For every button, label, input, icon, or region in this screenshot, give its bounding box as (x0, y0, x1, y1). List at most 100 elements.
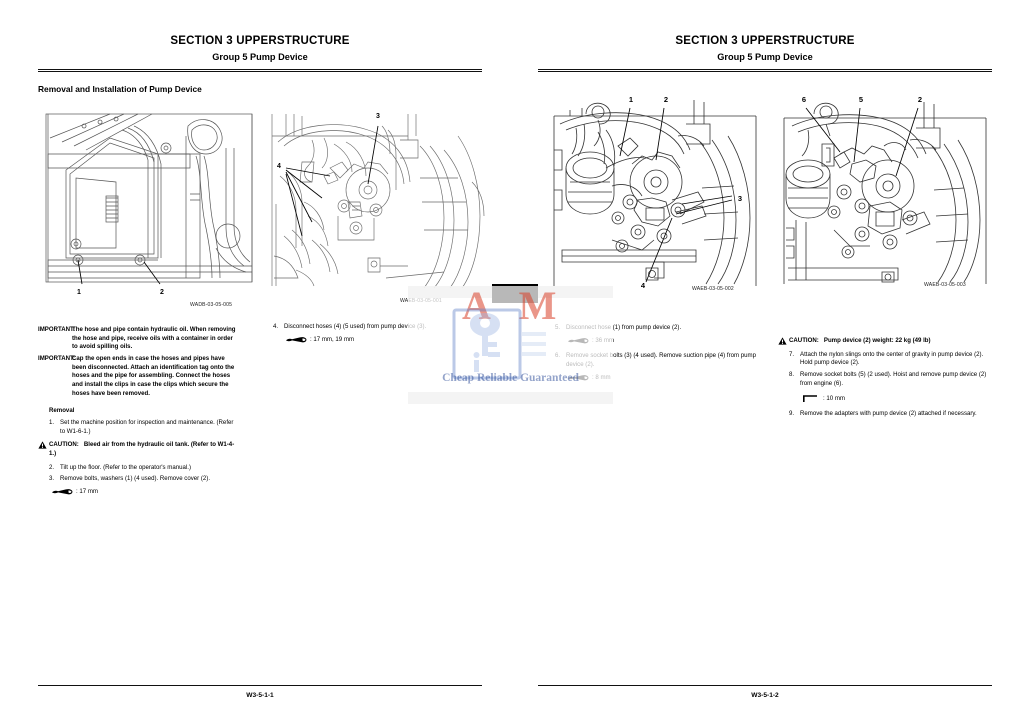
page-right: SECTION 3 UPPERSTRUCTURE Group 5 Pump De… (510, 0, 1020, 725)
figure-code-3: WAEB-03-05-002 (692, 286, 734, 292)
step-8-text: Remove socket bolts (5) (2 used). Hoist … (800, 371, 987, 387)
step-3: 3. Remove bolts, washers (1) (4 used). Re… (49, 475, 238, 484)
figure-pump-suction-drawing: 1 2 3 4 (553, 95, 757, 290)
caution-block-1: CAUTION: Bleed air from the hydraulic oi… (38, 441, 238, 458)
step-2-text: Tilt up the floor. (Refer to the operato… (60, 463, 192, 471)
step-6: 6. Remove socket bolts (3) (4 used). Remo… (555, 352, 765, 369)
step-4: 4.Disconnect hoses (4) (5 used) from pum… (273, 323, 484, 332)
header-section-title-right: SECTION 3 UPPERSTRUCTURE (675, 35, 855, 47)
step-1-text: Set the machine position for inspection … (60, 418, 234, 435)
warning-triangle-icon (38, 441, 47, 449)
tool-spec-step-4: : 17 mm, 19 mm (285, 336, 484, 345)
tool-spec-step-5-label: : 36 mm (592, 336, 615, 344)
header-rule-thin-right (538, 71, 992, 73)
hex-key-icon (803, 395, 817, 403)
header-rule-thin (38, 71, 482, 73)
figure-callout-3: 3 (376, 113, 380, 120)
text-column-3: 5. Disconnect hose (1) from pump device (… (550, 324, 765, 388)
figure-callout-1: 1 (629, 95, 633, 104)
removal-heading: Removal (49, 407, 75, 415)
wrench-icon (52, 489, 73, 495)
figure-callout-4: 4 (277, 163, 281, 170)
figure-callout-1: 1 (77, 289, 81, 296)
footer-rule-right (538, 685, 992, 686)
caution-text-1: Bleed air from the hydraulic oil tank. (… (49, 441, 235, 457)
figure-pump-cover-drawing: 1 2 (45, 113, 253, 296)
step-5-number: 5. (555, 324, 561, 331)
important-text-2: Cap the open ends in case the hoses and … (72, 355, 235, 397)
tool-spec-step-6: : 8 mm (567, 374, 765, 383)
step-6-number: 6. (555, 352, 561, 360)
tool-spec-step-3: : 17 mm (51, 488, 238, 497)
text-column-4: CAUTION: Pump device (2) weight: 22 kg (… (778, 337, 990, 422)
step-5-text: Disconnect hose (1) from pump device (2)… (566, 324, 682, 331)
header-rule-thick-right (538, 68, 992, 70)
important-text-1: The hose and pipe contain hydraulic oil.… (72, 326, 236, 351)
figure-callout-2: 2 (918, 95, 922, 104)
step-6-text: Remove socket bolts (3) (4 used). Remove… (566, 352, 756, 368)
header-rule-thick (38, 68, 482, 70)
header-group-title: Group 5 Pump Device (212, 52, 308, 63)
important-note-2: IMPORTANT:Cap the open ends in case the … (38, 355, 238, 398)
step-3-text: Remove bolts, washers (1) (4 used). Remo… (60, 475, 211, 483)
figure-callout-6: 6 (802, 95, 806, 104)
figure-code-4: WAEB-03-05-003 (924, 282, 966, 288)
caution-line-1: CAUTION: Bleed air from the hydraulic oi… (49, 441, 238, 458)
figure-callout-3: 3 (738, 194, 742, 203)
caution-label-2: CAUTION: (789, 337, 819, 344)
step-5: 5. Disconnect hose (1) from pump device (… (555, 324, 765, 333)
text-column-1: IMPORTANT:The hose and pipe contain hydr… (38, 326, 238, 503)
step-2: 2. Tilt up the floor. (Refer to the opera… (49, 464, 238, 473)
page-footer-right: W3-5-1-2 (538, 685, 992, 699)
figure-callout-5: 5 (859, 95, 863, 104)
caution-block-2: CAUTION: Pump device (2) weight: 22 kg (… (778, 337, 990, 346)
step-8-number: 8. (789, 371, 795, 379)
tool-spec-step-5: : 36 mm (567, 337, 765, 346)
figure-pump-suction: 1 2 3 4 WAEB-03-05-002 (546, 90, 766, 292)
header-section-title: SECTION 3 UPPERSTRUCTURE (170, 35, 350, 47)
page-header-right: SECTION 3 UPPERSTRUCTURE Group 5 Pump De… (538, 34, 992, 73)
footer-page-number-right: W3-5-1-2 (751, 692, 779, 699)
page-header-left: SECTION 3 UPPERSTRUCTURE Group 5 Pump De… (38, 34, 482, 73)
step-2-number: 2. (49, 463, 55, 471)
figure-callout-2: 2 (160, 289, 164, 296)
important-label-1: IMPORTANT: (38, 326, 76, 333)
caution-line-2: CAUTION: Pump device (2) weight: 22 kg (… (789, 337, 990, 346)
tool-spec-step-4-label: : 17 mm, 19 mm (310, 335, 355, 343)
step-1: 1. Set the machine position for inspectio… (49, 419, 238, 436)
important-label-2: IMPORTANT: (38, 355, 76, 363)
page-title: Removal and Installation of Pump Device (38, 84, 202, 94)
wrench-icon (286, 337, 307, 343)
step-8: 8. Remove socket bolts (5) (2 used). Hois… (789, 371, 990, 388)
caution-label-1: CAUTION: (49, 441, 79, 449)
tool-spec-step-8: : 10 mm (802, 394, 990, 403)
footer-rule (38, 685, 482, 686)
important-note-1: IMPORTANT:The hose and pipe contain hydr… (38, 326, 238, 352)
tool-spec-step-8-label: : 10 mm (823, 394, 846, 402)
footer-page-number: W3-5-1-1 (246, 692, 274, 699)
figure-pump-hoses-drawing: 3 4 (271, 113, 485, 289)
figure-callout-4: 4 (641, 281, 646, 290)
step-7-text: Attach the nylon slings onto the center … (800, 350, 984, 367)
step-7-number: 7. (789, 350, 795, 358)
caution-text-2: Pump device (2) weight: 22 kg (49 lb) (823, 337, 931, 344)
scan-artifact-bar-bottom (408, 392, 613, 404)
step-1-number: 1. (49, 418, 55, 426)
figure-pump-engine-drawing: 6 5 2 (783, 95, 987, 284)
figure-callout-2: 2 (664, 95, 668, 104)
wrench-icon (568, 338, 589, 344)
scan-artifact-block (492, 284, 538, 303)
page-footer-left: W3-5-1-1 (38, 685, 482, 699)
header-group-title-right: Group 5 Pump Device (717, 52, 813, 63)
figure-pump-hoses: 3 4 WAEB-03-05-001 (268, 106, 490, 304)
page-left: SECTION 3 UPPERSTRUCTURE Group 5 Pump De… (0, 0, 510, 725)
warning-triangle-icon (778, 337, 787, 345)
step-9-number: 9. (789, 410, 795, 418)
figure-code-2: WAEB-03-05-001 (400, 298, 442, 304)
wrench-icon (568, 374, 589, 381)
figure-code-1: WADB-03-05-005 (190, 302, 233, 308)
step-7: 7. Attach the nylon slings onto the cente… (789, 351, 990, 368)
step-3-number: 3. (49, 475, 55, 483)
tool-spec-step-6-label: : 8 mm (592, 373, 611, 381)
